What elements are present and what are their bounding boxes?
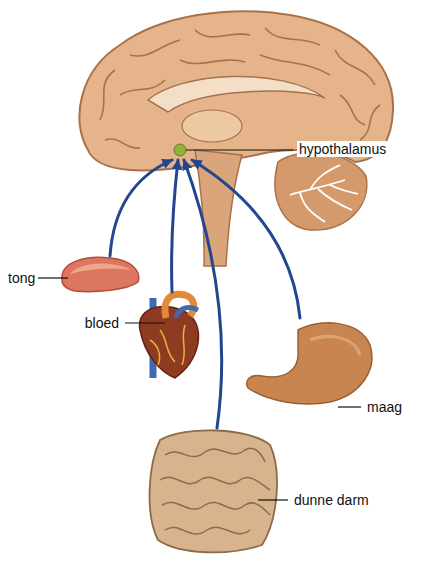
intestine-illustration [150,430,277,552]
signal-arrow [110,160,172,256]
leader-lines [38,150,361,500]
leader-line [258,499,288,500]
organ-label: maag [365,399,404,415]
stomach-shade [310,336,360,355]
pulmonary-artery [176,308,198,318]
tongue-illustration [62,257,139,291]
organ-label: dunne darm [292,492,371,508]
stomach [247,323,372,404]
leader-line [186,149,293,150]
signal-arrow [192,160,300,318]
organ-label: bloed [83,315,121,331]
leader-line [338,406,361,407]
tongue-top [70,264,132,274]
gyri [100,28,380,148]
cerebellum [275,153,367,231]
organ-label: tong [6,270,37,286]
brainstem [195,150,242,266]
organ-region: maag [243,318,406,418]
stomach-illustration [247,323,372,404]
signal-arrow [184,160,222,428]
coronary-vessels [150,325,185,365]
thalamus [182,110,242,142]
organ-label: hypothalamus [297,141,388,157]
cerebrum [79,11,393,170]
organ-region: bloed [80,292,205,377]
corpus-callosum [148,76,325,112]
leader-line [125,322,165,323]
heart-illustration [140,294,199,378]
organ-region: dunne darm [146,428,381,553]
organ-region: hypothalamus [170,140,402,160]
intestine-folds [160,448,270,534]
leader-line [38,277,68,278]
signal-arrow [172,160,178,292]
arbor-vitae [290,165,358,222]
brain-illustration [79,11,393,266]
organ-region: tong [2,256,145,292]
tongue [62,257,139,291]
small-intestine [150,430,277,552]
hypothalamus-dot [174,144,186,156]
